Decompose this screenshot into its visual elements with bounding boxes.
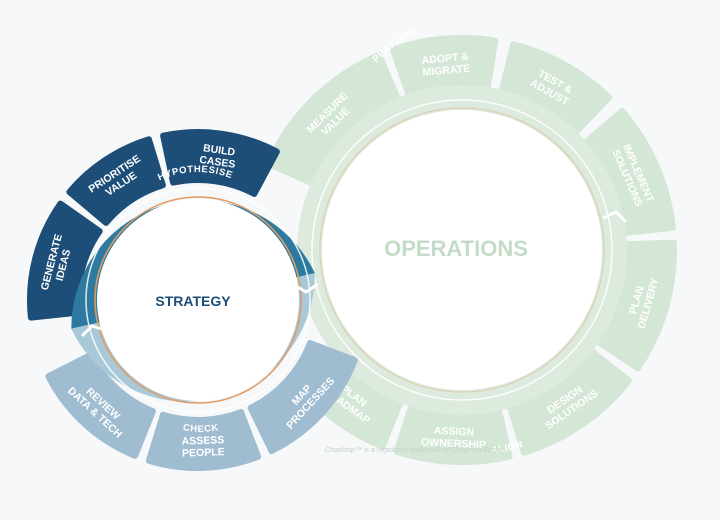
- strategy-center: [97, 199, 299, 401]
- segment-shape-build-cases: [160, 129, 280, 197]
- strategy-title: STRATEGY: [155, 293, 231, 309]
- operations-ring-divider: [311, 99, 613, 401]
- strategy-check-label-text: CHECK: [182, 422, 219, 435]
- segment-prioritise-value: PRIORITISEVALUE: [66, 136, 166, 226]
- segment-shape-prioritise-value: [66, 136, 166, 226]
- operations-arrow-chevron: [602, 210, 628, 224]
- segment-map-processes: MAPPROCESSES: [247, 340, 358, 454]
- strategy-inner-accent: [94, 196, 302, 404]
- segment-label-line: ASSESS: [181, 434, 224, 447]
- trademark-footnote: Chaploop™ is a registered trademark of C…: [325, 447, 504, 454]
- segment-label-line: BUILD: [202, 142, 236, 158]
- segment-label-line: OWNERSHIP: [421, 436, 486, 451]
- segment-label-assess-people: ASSESSPEOPLE: [181, 434, 224, 459]
- segment-implement-solutions: IMPLEMENTSOLUTIONS: [578, 107, 676, 237]
- segment-label-line: PEOPLE: [182, 446, 225, 459]
- operations-center: [322, 110, 602, 390]
- strategy-ring-divider: [85, 187, 311, 413]
- segment-test-adjust: TEST &ADJUST: [497, 41, 613, 140]
- operations-inner-accent: [319, 107, 605, 393]
- segment-shape-map-processes: [247, 340, 358, 454]
- segment-assess-people: ASSESSPEOPLE: [145, 409, 262, 471]
- segment-label-line: ASSIGN: [434, 425, 475, 439]
- strategy-arrow-chevron-left: [80, 324, 106, 338]
- segment-build-cases: BUILDCASES: [160, 129, 280, 197]
- segment-label-line: MIGRATE: [422, 63, 471, 79]
- segment-adopt-migrate: ADOPT &MIGRATE: [390, 35, 499, 104]
- segment-label-assign-ownership: ASSIGNOWNERSHIP: [421, 424, 487, 451]
- segment-generate-ideas: GENERATEIDEAS: [26, 200, 103, 321]
- segment-label-adopt-migrate: ADOPT &MIGRATE: [421, 51, 471, 79]
- segment-shape-assess-people: [145, 409, 262, 471]
- segment-shape-review-data-tech: [45, 351, 156, 459]
- strategy-check-label: CHECK: [182, 422, 220, 435]
- segment-label-line: ADOPT &: [421, 51, 470, 67]
- strategy-arrow-chevron-right: [295, 282, 319, 294]
- segment-label-build-cases: BUILDCASES: [199, 142, 238, 171]
- operations-title: OPERATIONS: [384, 236, 528, 261]
- segment-label-line: CASES: [199, 154, 237, 171]
